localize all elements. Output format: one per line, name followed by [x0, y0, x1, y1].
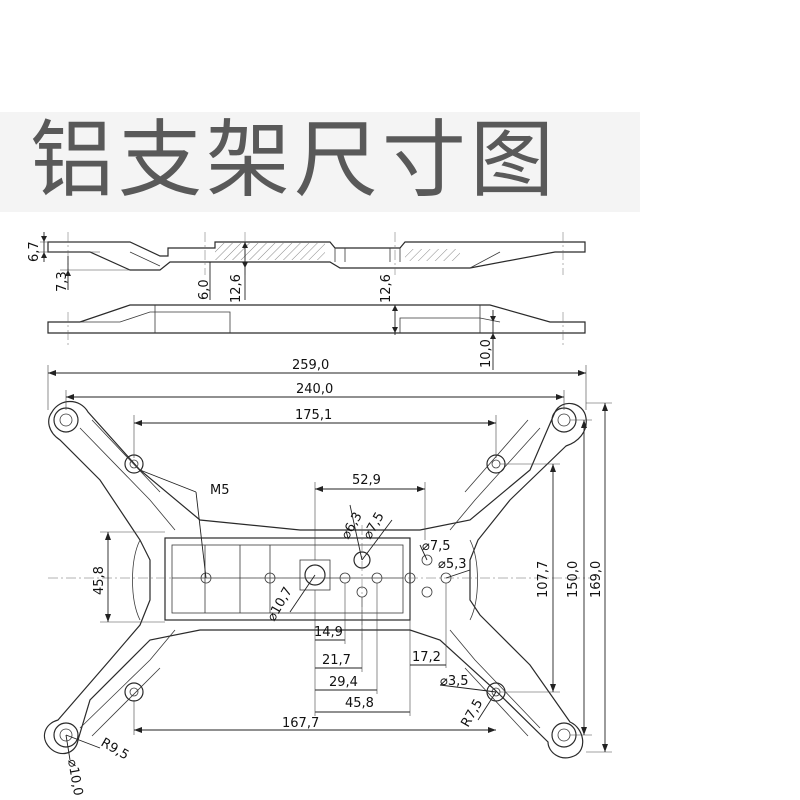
- dim-14-9: 14,9: [314, 625, 343, 640]
- dim-side-rib-a: 6,0: [197, 279, 212, 300]
- leader-lines: [65, 469, 497, 761]
- title-banner: [0, 112, 640, 212]
- dim-29-4: 29,4: [329, 675, 358, 690]
- label-thread: M5: [210, 483, 230, 498]
- dim-dia-7-5-a: ⌀7,5: [360, 510, 387, 542]
- dim-dia-3-5: ⌀3,5: [440, 674, 469, 689]
- dim-side-step: 7,3: [55, 271, 70, 292]
- plan-view: [43, 400, 590, 759]
- dim-21-7: 21,7: [322, 653, 351, 668]
- dim-hole-span: 240,0: [296, 382, 333, 397]
- dim-side-thickness: 6,7: [27, 241, 42, 262]
- dim-dia-7-5-b: ⌀7,5: [422, 539, 451, 554]
- dim-height-107-7: 107,7: [536, 561, 551, 598]
- drawing-title: 铝支架尺寸图: [30, 111, 559, 209]
- dim-side-rib-c: 12,6: [379, 274, 394, 303]
- plan-view-horizontal-dims: [47, 365, 587, 735]
- dim-45-8: 45,8: [345, 696, 374, 711]
- dim-17-2: 17,2: [412, 650, 441, 665]
- dim-inner-hole-span: 175,1: [295, 408, 332, 423]
- dim-side-rib-b: 12,6: [229, 274, 244, 303]
- dim-height-150: 150,0: [566, 561, 581, 598]
- dim-167-7: 167,7: [282, 716, 319, 731]
- dim-overall-width: 259,0: [292, 358, 329, 373]
- dim-dia-5-3: ⌀5,3: [438, 557, 467, 572]
- side-view-top-dims: [40, 232, 248, 300]
- plan-view-vertical-dims: [100, 402, 612, 753]
- dim-center-height: 45,8: [92, 566, 107, 595]
- dim-height-169: 169,0: [589, 561, 604, 598]
- dim-dia-10-7: ⌀10,7: [264, 585, 295, 624]
- dim-radius-9-5: R9,5: [98, 735, 131, 763]
- dim-dia-10-0: ⌀10,0: [64, 758, 85, 797]
- side-view-top: [47, 232, 586, 275]
- dim-bottom-height: 10,0: [479, 339, 494, 368]
- dim-slot-width: 52,9: [352, 473, 381, 488]
- dim-dia-6-3: ⌀6,3: [338, 510, 365, 542]
- side-view-bottom: [47, 304, 586, 370]
